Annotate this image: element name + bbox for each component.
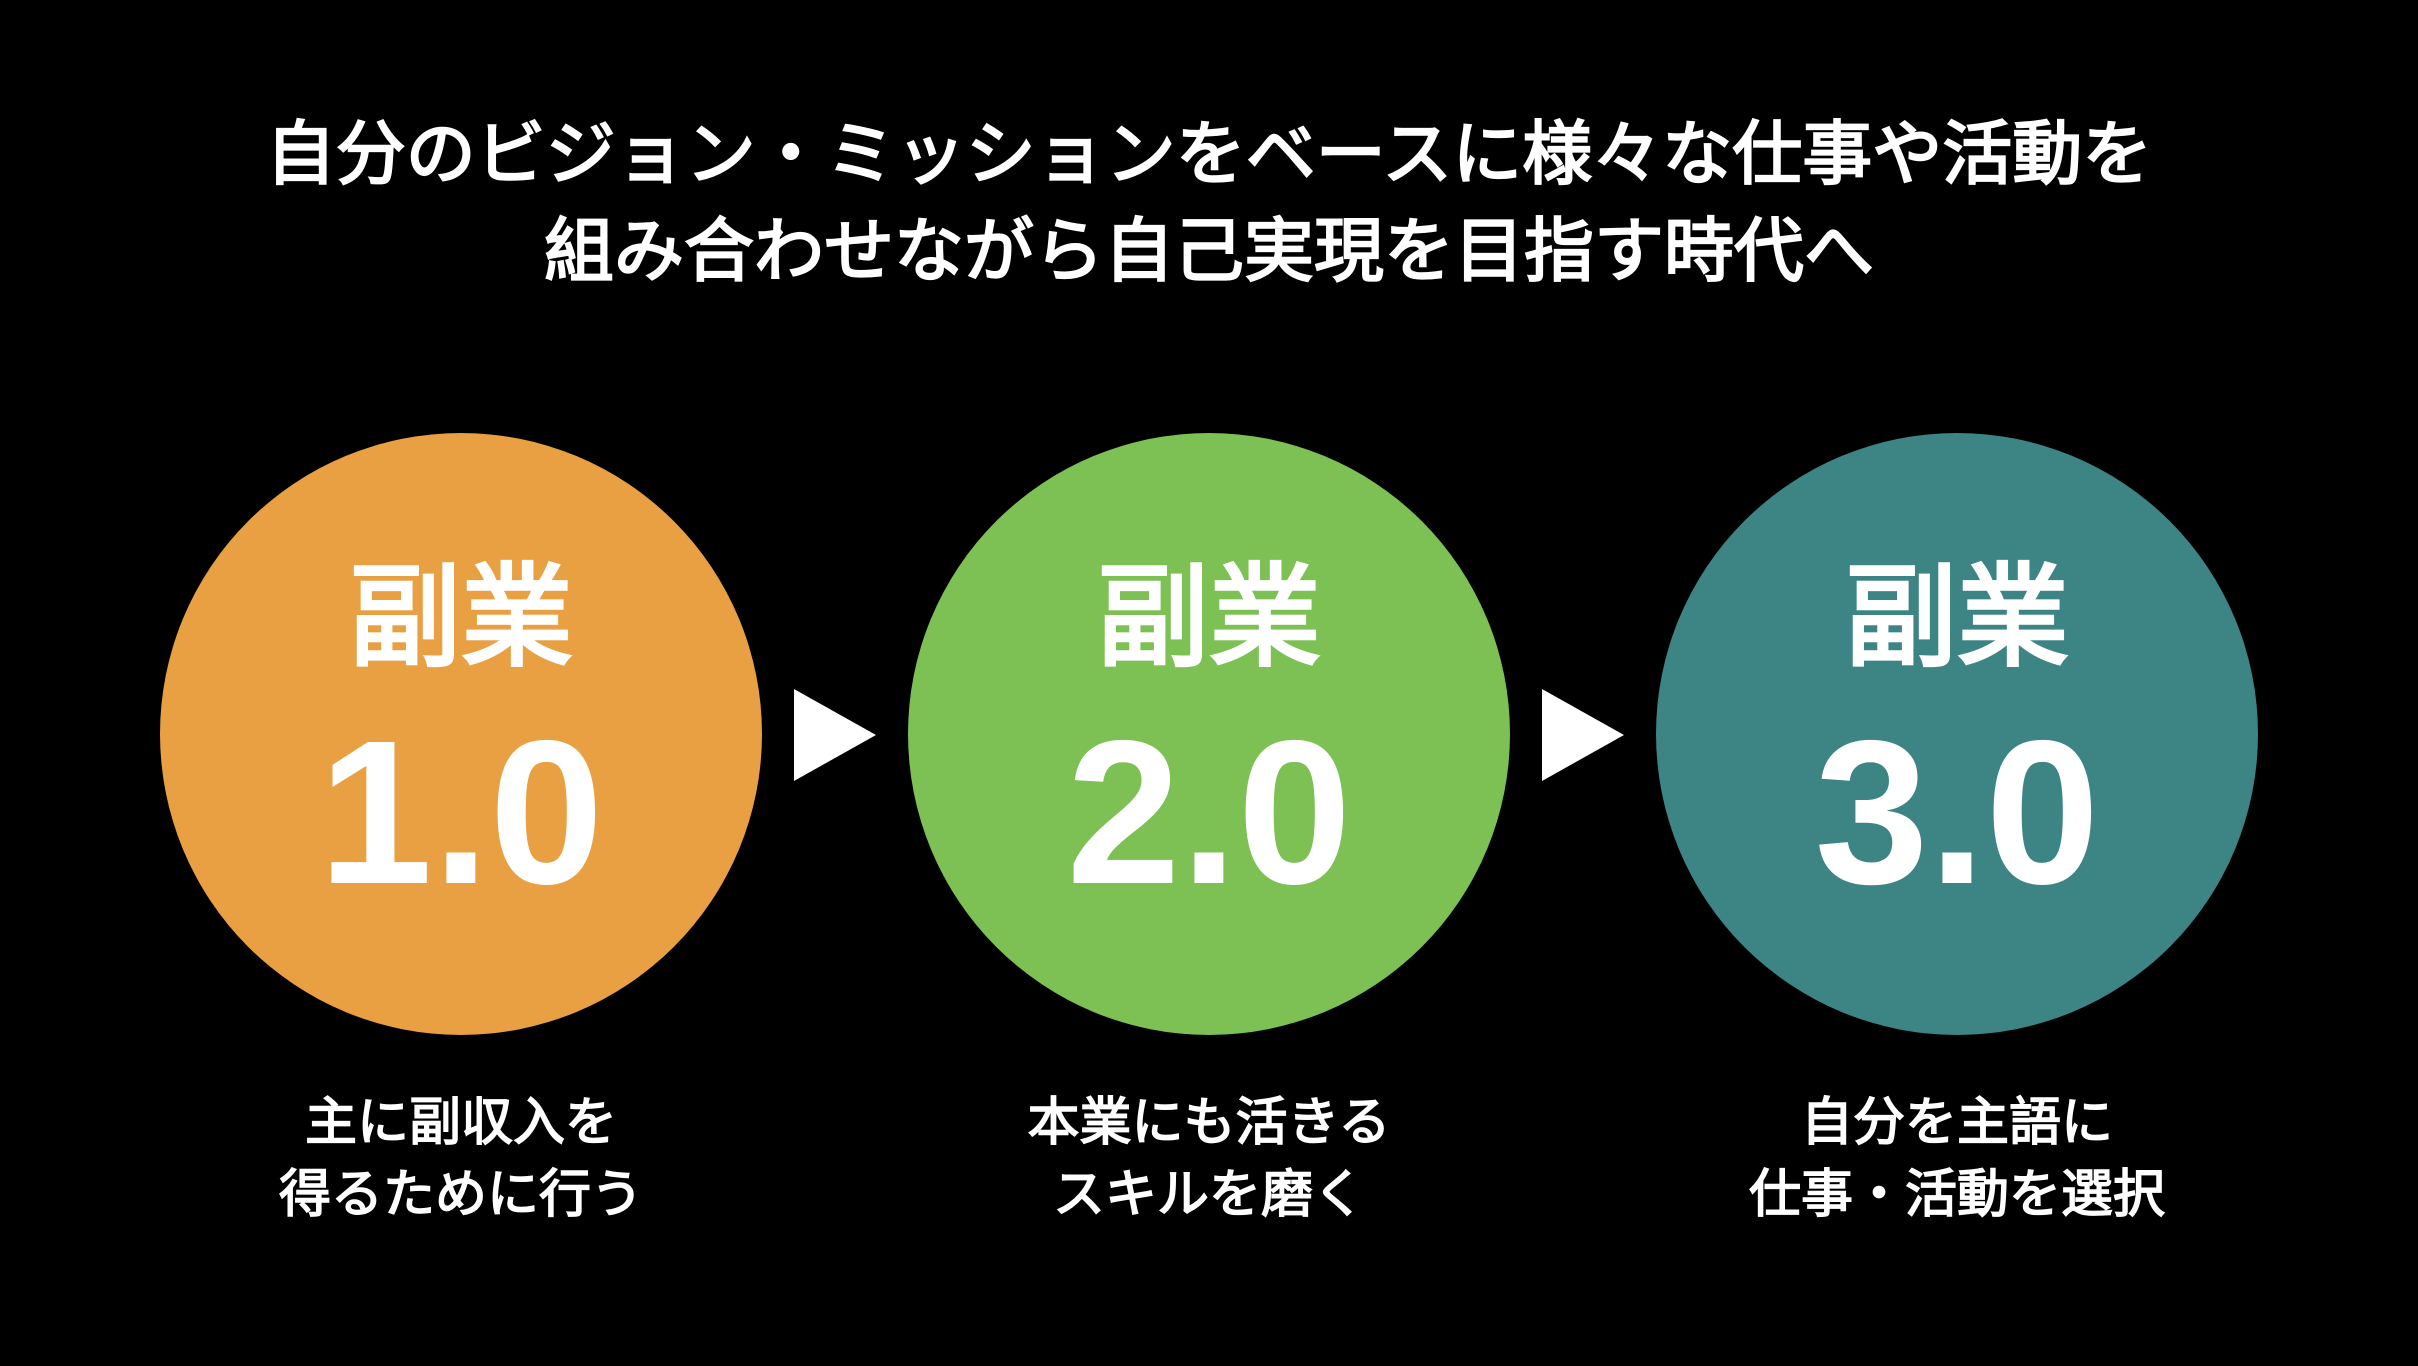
stage-3-caption: 自分を主語に 仕事・活動を選択 (1607, 1087, 2307, 1231)
stage-1-caption: 主に副収入を 得るために行う (111, 1087, 811, 1231)
stage-1-version: 1.0 (318, 698, 604, 927)
stage-1-caption-line-1: 主に副収入を (304, 1093, 617, 1153)
stage-3-caption-line-1: 自分を主語に (1800, 1093, 2113, 1153)
headline-line-1: 自分のビジョン・ミッションをベースに様々な仕事や活動を (265, 113, 2153, 195)
stage-2-caption-line-2: スキルを磨く (1052, 1165, 1365, 1225)
stage-1-circle: 副業 1.0 (160, 433, 762, 1035)
stage-1-label: 副業 (349, 553, 573, 683)
arrow-right-icon (794, 689, 876, 781)
stage-2-version: 2.0 (1066, 698, 1352, 927)
stage-1-caption-line-2: 得るために行う (278, 1165, 643, 1225)
stage-3-label: 副業 (1845, 553, 2069, 683)
arrow-right-icon (1542, 689, 1624, 781)
stage-3-caption-line-2: 仕事・活動を選択 (1748, 1165, 2165, 1225)
stage-3-circle: 副業 3.0 (1656, 433, 2258, 1035)
stage-2-caption-line-1: 本業にも活きる (1027, 1093, 1391, 1153)
headline-line-2: 組み合わせながら自己実現を目指す時代へ (544, 210, 1874, 292)
stage-2-caption: 本業にも活きる スキルを磨く (859, 1087, 1559, 1231)
stage-3-version: 3.0 (1814, 698, 2100, 927)
stage-2-circle: 副業 2.0 (908, 433, 1510, 1035)
stage-2-label: 副業 (1097, 553, 1321, 683)
